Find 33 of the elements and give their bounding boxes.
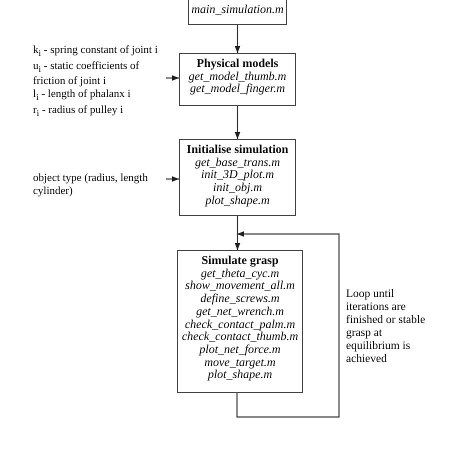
arrow xyxy=(234,25,240,53)
script-file-name: plot_net_force.m xyxy=(198,342,282,356)
box-heading: Physical models xyxy=(196,57,280,70)
script-file-name: get_base_trans.m xyxy=(194,156,281,168)
script-file-name: show_movement_all.m xyxy=(184,279,296,292)
arrow xyxy=(234,216,240,250)
script-file-name: check_contact_palm.m xyxy=(184,318,296,330)
input-note: r$_{i}$ - radius of pulley i xyxy=(33,104,124,120)
arrow xyxy=(166,176,179,182)
input-note: k$_{i}$ - spring constant of joint i xyxy=(33,44,158,60)
script-file-name: get_net_wrench.m xyxy=(195,304,285,318)
box-heading: Initialise simulation xyxy=(186,143,290,156)
process-box xyxy=(179,139,296,216)
script-file-name: move_target.m xyxy=(204,356,276,368)
script-file-name: get_model_finger.m xyxy=(190,82,285,96)
script-file-name: define_screws.m xyxy=(199,292,281,305)
script-file-name: main_simulation.m xyxy=(190,3,285,16)
script-file-name: check_contact_thumb.m xyxy=(180,330,300,343)
box-heading: Simulate grasp xyxy=(200,254,280,267)
script-file-name: get_theta_cyc.m xyxy=(200,266,280,280)
arrow xyxy=(166,75,179,81)
script-file-name: get_model_thumb.m xyxy=(188,70,288,82)
script-file-name: init_obj.m xyxy=(212,181,262,194)
arrow xyxy=(234,106,240,139)
process-box xyxy=(177,250,303,393)
input-note: object type (radius, length cylinder) xyxy=(33,172,149,197)
process-box xyxy=(188,0,287,25)
process-box xyxy=(179,53,296,106)
script-file-name: plot_shape.m xyxy=(204,194,271,207)
input-note: l$_{i}$ - length of phalanx i xyxy=(33,88,131,104)
arrow xyxy=(236,231,340,418)
script-file-name: plot_shape.m xyxy=(207,368,272,382)
script-file-name: init_3D_plot.m xyxy=(200,168,274,182)
